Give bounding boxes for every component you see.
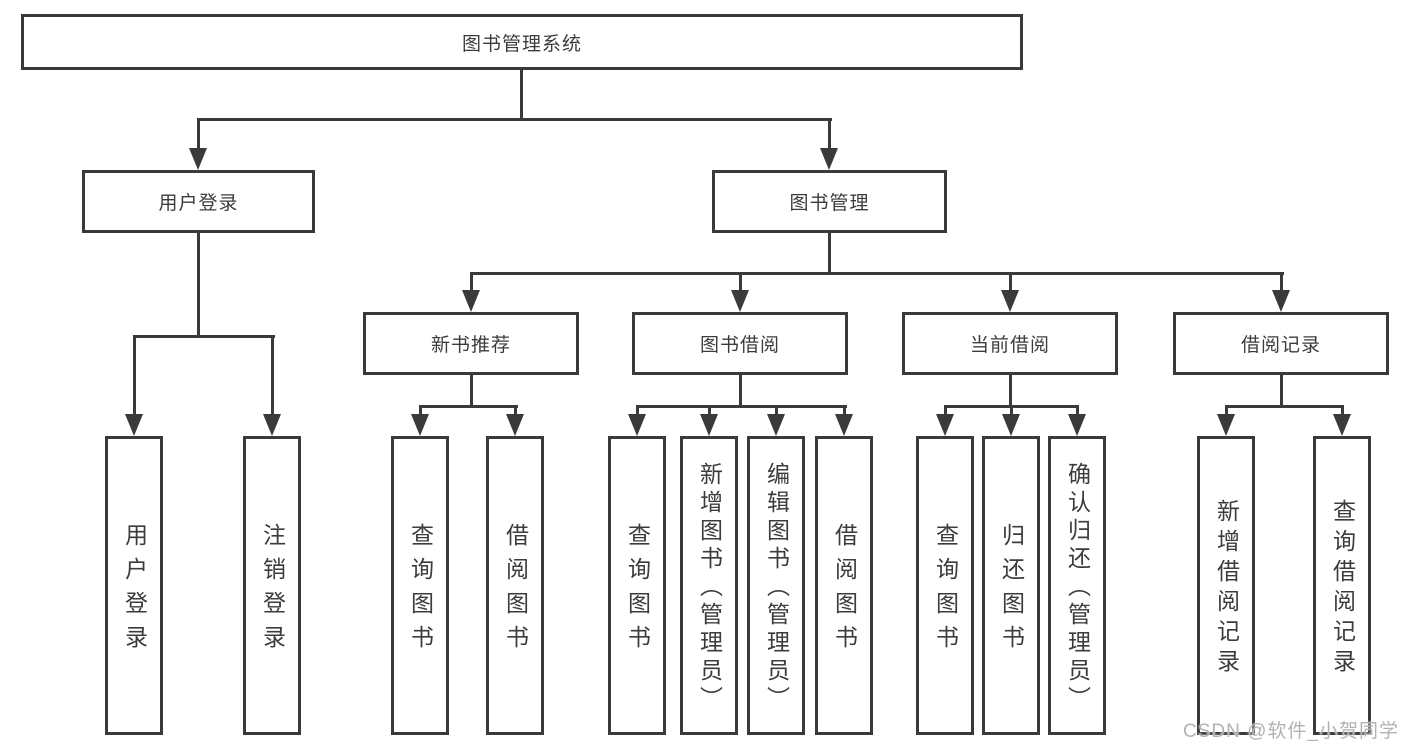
connector-hline [133,335,275,338]
node-label: 查询图书 [624,523,651,659]
arrow-down-icon [700,414,718,436]
connector-hline [197,118,832,121]
node-user-login: 用户登录 [82,170,315,233]
connector-vline [271,335,274,417]
connector-hline [636,405,847,408]
leaf-add-book-admin: 新增图书（管理员） [680,436,738,735]
arrow-down-icon [125,414,143,436]
node-label: 编辑图书（管理员） [763,462,790,714]
arrow-down-icon [820,148,838,170]
arrow-down-icon [767,414,785,436]
node-borrowing-records: 借阅记录 [1173,312,1389,375]
connector-hline [1225,405,1344,408]
arrow-down-icon [1217,414,1235,436]
node-label: 注销登录 [259,523,286,659]
leaf-return-books: 归还图书 [982,436,1040,735]
node-label: 当前借阅 [969,335,1050,356]
node-label: 新增图书（管理员） [696,462,723,714]
arrow-down-icon [263,414,281,436]
node-label: 用户登录 [158,193,239,214]
connector-vline [1280,375,1283,408]
node-label: 新增借阅记录 [1213,499,1240,679]
connector-vline [739,375,742,408]
node-label: 图书管理系统 [461,33,582,55]
arrow-down-icon [731,290,749,312]
connector-vline [1010,405,1013,417]
connector-vline [708,405,711,417]
connector-vline [828,233,831,275]
arrow-down-icon [835,414,853,436]
node-label: 查询图书 [407,523,434,659]
arrow-down-icon [1068,414,1086,436]
connector-vline [470,375,473,408]
connector-vline [419,405,422,417]
node-label: 用户登录 [121,523,148,659]
node-label: 新书推荐 [430,335,511,356]
leaf-borrow-books-borrowing: 借阅图书 [815,436,873,735]
node-label: 借阅图书 [831,523,858,659]
node-current-borrowing: 当前借阅 [902,312,1118,375]
connector-hline [470,272,1284,275]
leaf-edit-book-admin: 编辑图书（管理员） [747,436,805,735]
node-label: 借阅记录 [1240,335,1321,356]
connector-vline [1076,405,1079,417]
connector-vline [1280,272,1283,294]
connector-vline [197,233,200,338]
leaf-user-login: 用户登录 [105,436,163,735]
arrow-down-icon [462,290,480,312]
leaf-query-books-current: 查询图书 [916,436,974,735]
connector-vline [1341,405,1344,417]
connector-vline [520,68,523,121]
arrow-down-icon [411,414,429,436]
leaf-query-borrow-record: 查询借阅记录 [1313,436,1371,735]
connector-vline [197,118,200,152]
watermark: CSDN @软件_小贺同学 [1183,721,1399,742]
node-library-system: 图书管理系统 [21,14,1023,70]
leaf-query-books-recommend: 查询图书 [391,436,449,735]
connector-vline [1225,405,1228,417]
connector-hline [419,405,518,408]
leaf-query-books-borrowing: 查询图书 [608,436,666,735]
node-label: 查询图书 [932,523,959,659]
connector-vline [1009,272,1012,294]
arrow-down-icon [189,148,207,170]
arrow-down-icon [628,414,646,436]
arrow-down-icon [1001,290,1019,312]
arrow-down-icon [506,414,524,436]
connector-vline [1009,375,1012,408]
connector-vline [133,335,136,417]
connector-vline [470,272,473,294]
node-label: 归还图书 [998,523,1025,659]
node-book-management: 图书管理 [712,170,947,233]
node-new-book-recommendation: 新书推荐 [363,312,579,375]
node-label: 图书借阅 [699,335,780,356]
connector-vline [739,272,742,294]
node-label: 图书管理 [789,193,870,214]
node-label: 确认归还（管理员） [1064,462,1091,714]
node-label: 查询借阅记录 [1329,499,1356,679]
arrow-down-icon [1333,414,1351,436]
connector-vline [944,405,947,417]
leaf-borrow-books-recommend: 借阅图书 [486,436,544,735]
arrow-down-icon [1002,414,1020,436]
leaf-logout: 注销登录 [243,436,301,735]
arrow-down-icon [936,414,954,436]
leaf-confirm-return-admin: 确认归还（管理员） [1048,436,1106,735]
connector-vline [828,118,831,152]
connector-vline [514,405,517,417]
leaf-add-borrow-record: 新增借阅记录 [1197,436,1255,735]
connector-vline [775,405,778,417]
connector-vline [636,405,639,417]
connector-vline [843,405,846,417]
node-label: 借阅图书 [502,523,529,659]
arrow-down-icon [1272,290,1290,312]
node-book-borrowing: 图书借阅 [632,312,848,375]
